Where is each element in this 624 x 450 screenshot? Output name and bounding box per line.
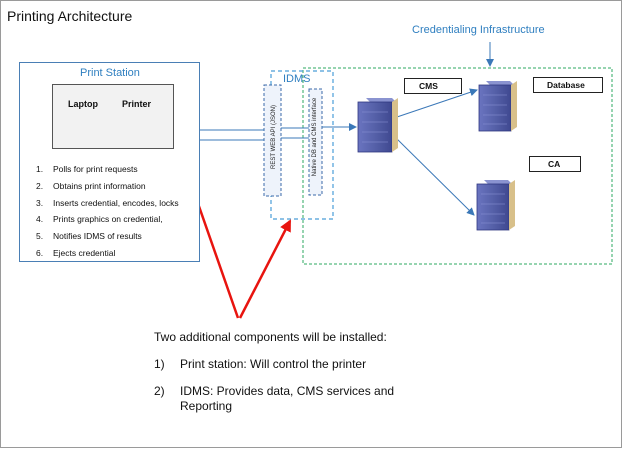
note-item-number: 1) (154, 357, 165, 371)
idms-title: IDMS (283, 73, 311, 85)
device-panel (52, 84, 174, 149)
step-number: 1. (36, 164, 44, 174)
list-item: 5. Notifies IDMS of results (36, 230, 179, 247)
diagram-title: Printing Architecture (7, 8, 133, 24)
step-text: Prints graphics on credential, (53, 214, 163, 225)
list-item: 6. Ejects credential (36, 247, 179, 264)
printer-label: Printer (122, 99, 152, 109)
step-text: Obtains print information (53, 180, 146, 191)
list-item: 2. Obtains print information (36, 180, 179, 197)
note-item-number: 2) (154, 384, 165, 398)
step-number: 5. (36, 231, 44, 242)
native-interface-label: Native DB and CMS interface (312, 97, 318, 177)
red-arrow-to-idms (238, 219, 292, 319)
laptop-label: Laptop (68, 99, 98, 109)
credentialing-infrastructure-label: Credentialing Infrastructure (412, 24, 545, 36)
database-server-icon (478, 81, 517, 132)
note-intro: Two additional components will be instal… (154, 330, 387, 344)
list-item: 1. Polls for print requests (36, 163, 179, 180)
note-item-text: IDMS: Provides data, CMS services and Re… (180, 384, 395, 413)
callout-note: Two additional components will be instal… (154, 329, 404, 414)
cms-server-icon (357, 98, 398, 153)
step-number: 2. (36, 180, 44, 191)
rest-api-label: REST WEB API (JSON) (271, 105, 277, 169)
list-item: 3. Inserts credential, encodes, locks (36, 197, 179, 214)
step-text: Polls for print requests (53, 164, 138, 174)
note-item-text: Print station: Will control the printer (180, 357, 367, 371)
cms-label: CMS (404, 78, 462, 94)
ca-server-icon (476, 180, 515, 231)
step-text: Inserts credential, encodes, locks (53, 197, 179, 208)
list-item: 2) IDMS: Provides data, CMS services and… (154, 384, 404, 414)
step-number: 6. (36, 247, 44, 258)
ca-label: CA (529, 156, 581, 172)
list-item: 1) Print station: Will control the print… (154, 357, 404, 372)
step-number: 4. (36, 214, 44, 225)
native-interface-panel (308, 88, 323, 196)
step-text: Notifies IDMS of results (53, 231, 142, 242)
step-number: 3. (36, 197, 44, 208)
database-label: Database (533, 77, 603, 93)
cms-to-database-arrow (393, 88, 478, 119)
step-text: Ejects credential (53, 247, 116, 258)
print-steps-list: 1. Polls for print requests 2. Obtains pri… (36, 163, 179, 264)
credentialing-infrastructure-box (302, 67, 613, 265)
list-item: 4. Prints graphics on credential, (36, 213, 179, 230)
print-station-title: Print Station (80, 67, 140, 79)
cms-to-ca-arrow (393, 135, 475, 216)
